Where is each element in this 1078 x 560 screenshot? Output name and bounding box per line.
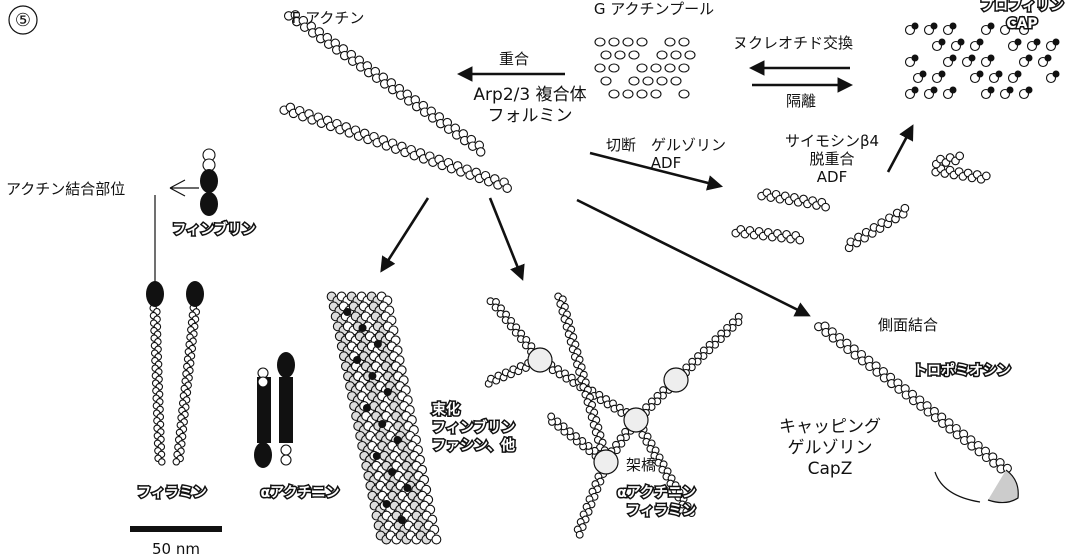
- arrow-to-profilin: [888, 127, 912, 172]
- label-crosslink: 架橋: [626, 456, 656, 474]
- label-g-actin-pool: G アクチンプール: [594, 0, 714, 18]
- label-nucleotide-exchange: ヌクレオチド交換: [733, 34, 853, 52]
- label-tropomyosin: トロポミオシン: [913, 362, 1011, 379]
- arrows: [382, 68, 912, 315]
- crosslinked-network: [485, 293, 742, 538]
- alpha-actinin-molecule: [254, 352, 295, 468]
- bundled-filaments: [327, 292, 441, 544]
- arrow-bundle: [382, 198, 428, 270]
- label-actin-binding-site: アクチン結合部位: [6, 180, 125, 198]
- figure-number: ⑤: [9, 6, 37, 34]
- svg-text:50 nm: 50 nm: [152, 540, 200, 558]
- label-dissociate: 隔離: [786, 92, 816, 110]
- label-f-actin: F アクチン: [292, 9, 365, 27]
- g-actin-pool-beads: [595, 38, 695, 98]
- arrow-side: [577, 200, 808, 315]
- svg-text:⑤: ⑤: [15, 10, 31, 31]
- label-alpha-actinin: αアクチニン: [261, 485, 340, 501]
- label-bundling: 束化フィンブリンファシン、他: [432, 401, 515, 454]
- scale-bar: 50 nm: [130, 526, 222, 558]
- arrow-crosslink: [490, 198, 522, 278]
- filamin-molecule: [146, 281, 204, 307]
- capping-protein: [935, 470, 1018, 503]
- profilin-actin-pool-beads: [906, 23, 1060, 99]
- label-fimbrin: フィンブリン: [172, 221, 255, 238]
- label-polymerize: 重合: [499, 50, 529, 68]
- label-arp23-formin: Arp2/3 複合体フォルミン: [473, 85, 586, 126]
- label-side-binding: 側面結合: [878, 316, 938, 334]
- label-filamin: フィラミン: [137, 485, 207, 501]
- fimbrin-molecule: [155, 149, 218, 282]
